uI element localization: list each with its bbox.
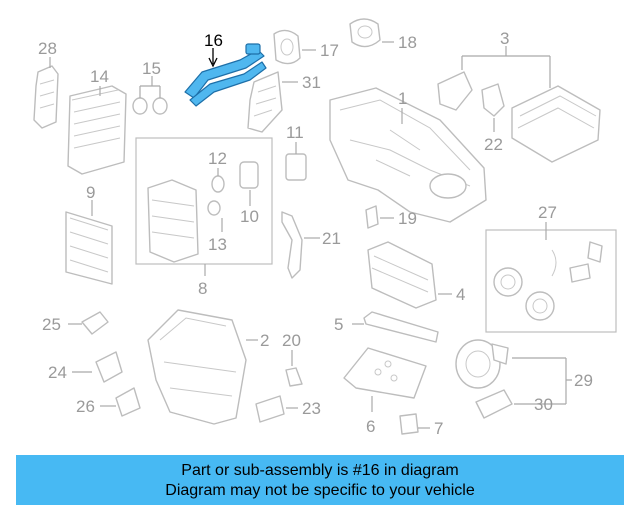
callout-13: 13 <box>208 235 227 254</box>
part-25[interactable] <box>81 311 109 335</box>
callout-30: 30 <box>534 395 553 414</box>
callout-3: 3 <box>500 29 509 48</box>
part-26[interactable] <box>115 387 141 417</box>
callout-16: 16 <box>204 31 223 50</box>
callout-23: 23 <box>302 399 321 418</box>
callout-11: 11 <box>286 123 304 142</box>
part-8-evaporator[interactable] <box>147 179 199 263</box>
callout-22: 22 <box>484 135 503 154</box>
part-5[interactable] <box>363 311 439 343</box>
part-12[interactable] <box>211 175 225 193</box>
part-30[interactable] <box>475 389 513 419</box>
part-24[interactable] <box>95 351 123 383</box>
banner-line-1: Part or sub-assembly is #16 in diagram <box>181 462 459 479</box>
part-1[interactable] <box>329 87 487 223</box>
callout-15: 15 <box>142 59 161 78</box>
part-3-bracket[interactable] <box>437 71 473 111</box>
callout-8: 8 <box>198 279 207 298</box>
part-11[interactable] <box>285 153 307 181</box>
callout-12: 12 <box>208 149 227 168</box>
part-13[interactable] <box>207 200 221 216</box>
callout-29: 29 <box>574 371 593 390</box>
callout-27: 27 <box>538 203 557 222</box>
part-7[interactable] <box>399 413 419 435</box>
callout-1: 1 <box>398 89 407 108</box>
part-21[interactable] <box>281 211 303 279</box>
group-box-8 <box>135 137 273 265</box>
part-23[interactable] <box>255 395 285 423</box>
callout-2: 2 <box>260 331 269 350</box>
callout-24: 24 <box>48 363 67 382</box>
callout-21: 21 <box>322 229 341 248</box>
part-2[interactable] <box>147 309 247 425</box>
banner-line-2: Diagram may not be specific to your vehi… <box>165 482 475 499</box>
part-14[interactable] <box>67 85 127 175</box>
part-22[interactable] <box>481 83 505 117</box>
part-6[interactable] <box>343 347 427 399</box>
part-20[interactable] <box>285 367 303 387</box>
part-28[interactable] <box>33 65 59 129</box>
part-9[interactable] <box>65 211 113 285</box>
callout-6: 6 <box>366 417 375 436</box>
part-4[interactable] <box>367 241 437 309</box>
part-17[interactable] <box>273 29 301 65</box>
parts-diagram: 16 28 14 15 17 18 31 1 3 22 11 12 10 13 … <box>33 18 617 438</box>
callout-9: 9 <box>86 183 95 202</box>
part-19[interactable] <box>365 205 379 229</box>
part-10[interactable] <box>239 161 259 189</box>
callout-5: 5 <box>334 315 343 334</box>
callout-18: 18 <box>398 33 417 52</box>
part-16-highlighted[interactable] <box>184 43 267 107</box>
part-15[interactable] <box>132 97 168 115</box>
callout-20: 20 <box>282 331 301 350</box>
callout-31: 31 <box>302 73 321 92</box>
part-27[interactable] <box>493 241 603 321</box>
callout-14: 14 <box>90 67 109 86</box>
callout-17: 17 <box>320 41 339 60</box>
part-18[interactable] <box>349 18 381 48</box>
part-31[interactable] <box>247 71 283 133</box>
callout-19: 19 <box>398 209 417 228</box>
callout-25: 25 <box>42 315 61 334</box>
callout-labels: 16 28 14 15 17 18 31 1 3 22 11 12 10 13 … <box>38 29 593 438</box>
info-banner: Part or sub-assembly is #16 in diagram D… <box>16 455 624 505</box>
callout-28: 28 <box>38 39 57 58</box>
part-29[interactable] <box>455 339 509 389</box>
group-box-27 <box>485 229 617 333</box>
callout-26: 26 <box>76 397 95 416</box>
part-3-housing[interactable] <box>511 85 601 163</box>
callout-7: 7 <box>434 419 443 438</box>
callout-10: 10 <box>240 207 259 226</box>
callout-4: 4 <box>456 285 465 304</box>
